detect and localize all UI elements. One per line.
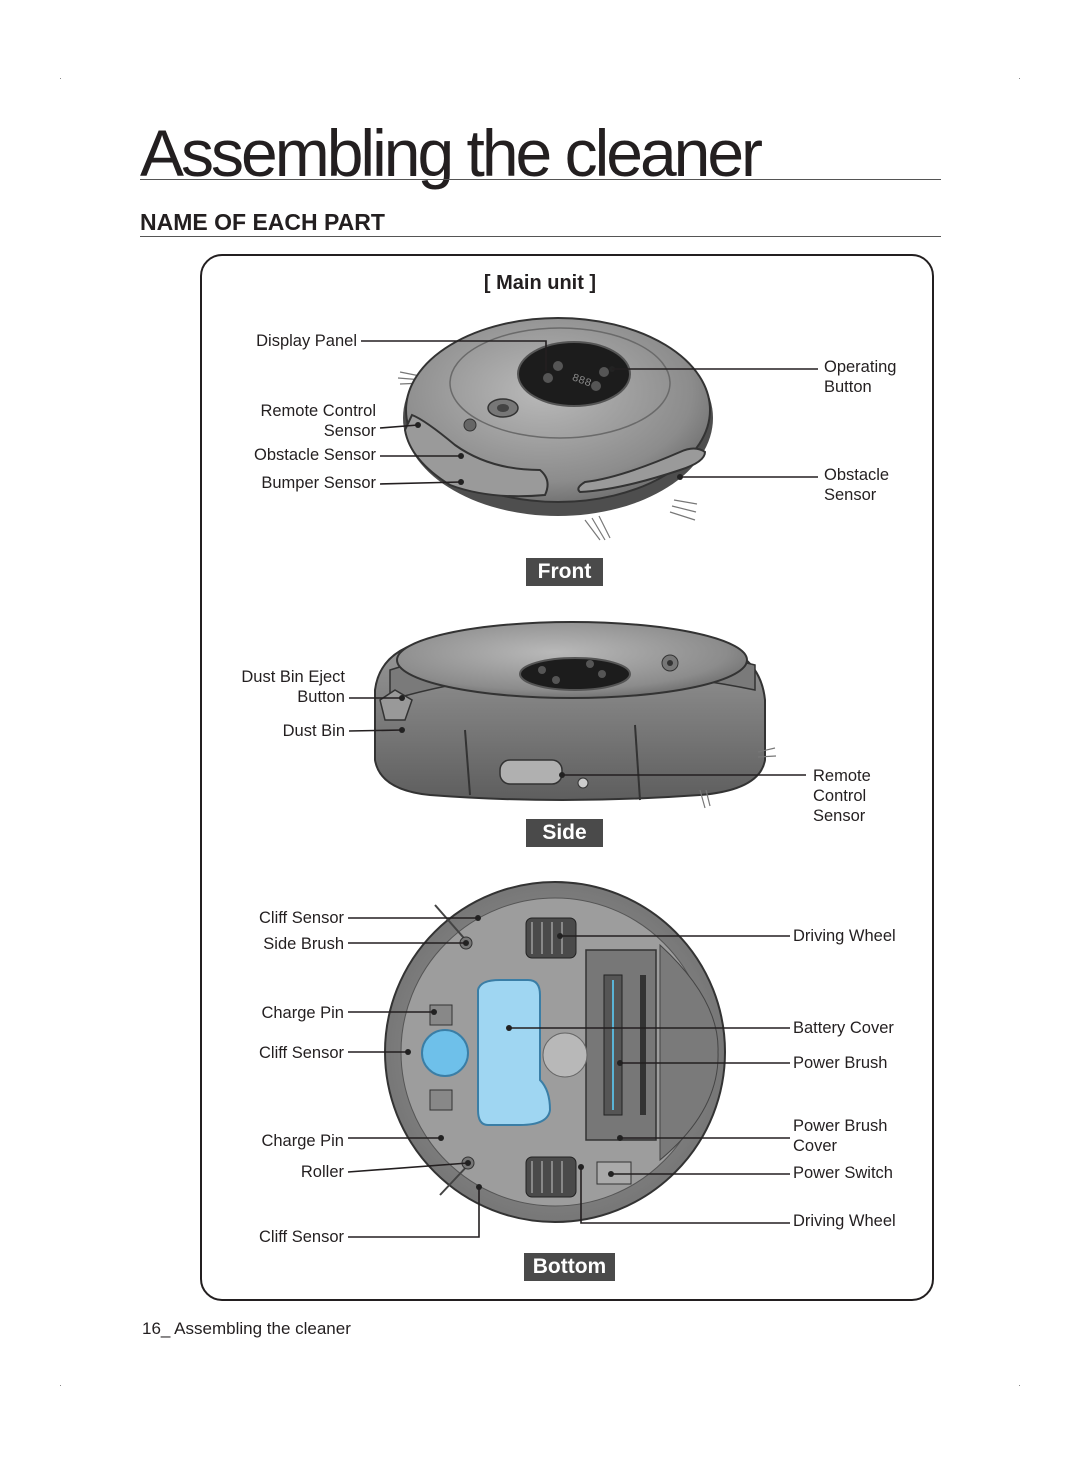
- label-power-brush-cover: Power Brush Cover: [793, 1117, 888, 1155]
- label-driving-wheel-1: Driving Wheel: [793, 927, 896, 945]
- page-title: Assembling the cleaner: [140, 116, 763, 190]
- bottom-view-badge: Bottom: [524, 1253, 615, 1281]
- label-bumper-sensor: Bumper Sensor: [261, 474, 376, 492]
- label-cliff-sensor-2: Cliff Sensor: [259, 1044, 344, 1062]
- side-view-badge: Side: [526, 819, 603, 847]
- label-display-panel: Display Panel: [256, 332, 357, 350]
- label-power-switch: Power Switch: [793, 1164, 893, 1182]
- label-cliff-sensor-1: Cliff Sensor: [259, 909, 344, 927]
- label-charge-pin-2: Charge Pin: [261, 1132, 344, 1150]
- label-battery-cover: Battery Cover: [793, 1019, 894, 1037]
- label-remote-control-sensor-side: Remote Control Sensor: [813, 767, 871, 825]
- title-divider: [140, 179, 941, 180]
- front-robot-illustration: 888: [397, 317, 713, 541]
- label-dust-bin: Dust Bin: [282, 722, 345, 740]
- label-side-brush: Side Brush: [263, 935, 344, 953]
- page-number: 16_: [142, 1319, 171, 1338]
- label-remote-control-sensor: Remote Control Sensor: [260, 402, 376, 440]
- label-obstacle-sensor: Obstacle Sensor: [254, 446, 376, 464]
- section-divider: [140, 236, 941, 237]
- front-view-badge: Front: [526, 558, 603, 586]
- bottom-robot-illustration: [384, 881, 726, 1223]
- label-driving-wheel-2: Driving Wheel: [793, 1212, 896, 1230]
- side-robot-illustration: [374, 621, 777, 809]
- label-obstacle-sensor-right: Obstacle Sensor: [824, 466, 890, 504]
- section-heading: NAME OF EACH PART: [140, 209, 385, 235]
- label-dust-bin-eject-button: Dust Bin Eject Button: [241, 668, 345, 706]
- label-power-brush: Power Brush: [793, 1054, 888, 1072]
- label-operating-button: Operating Button: [824, 358, 897, 396]
- label-cliff-sensor-3: Cliff Sensor: [259, 1228, 344, 1246]
- main-unit-panel: [200, 254, 934, 1301]
- footer-text: Assembling the cleaner: [174, 1319, 351, 1338]
- panel-title: [ Main unit ]: [483, 272, 597, 294]
- label-roller: Roller: [300, 1163, 344, 1181]
- label-charge-pin-1: Charge Pin: [261, 1004, 344, 1022]
- page-footer: 16_ Assembling the cleaner: [142, 1319, 351, 1339]
